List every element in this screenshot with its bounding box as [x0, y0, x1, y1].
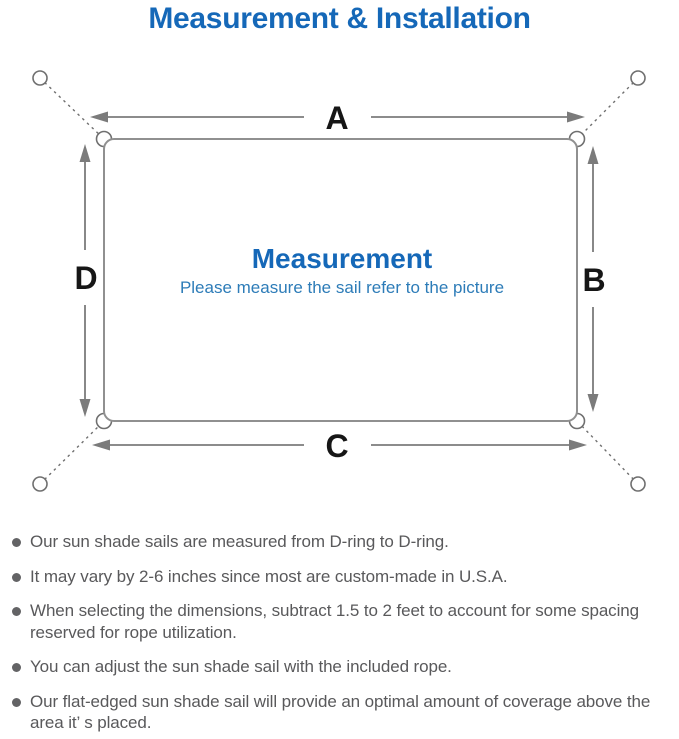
note-text: You can adjust the sun shade sail with t…	[30, 657, 452, 676]
note-text: It may vary by 2-6 inches since most are…	[30, 566, 508, 586]
dimension-label-d: D	[74, 260, 97, 296]
list-item: When selecting the dimensions, subtract …	[12, 600, 670, 643]
anchor-rings	[32, 70, 646, 492]
rope-line-top-right	[576, 77, 639, 140]
arrowhead-up-icon	[79, 144, 91, 162]
notes-list: Our sun shade sails are measured from D-…	[12, 531, 670, 739]
diagram-subtitle: Please measure the sail refer to the pic…	[180, 278, 504, 297]
note-text: Our sun shade sails are measured from D-…	[30, 532, 449, 551]
rope-line-bottom-right	[576, 420, 639, 485]
bullet-icon	[12, 663, 21, 672]
dimension-label-c: C	[325, 428, 348, 464]
page-title: Measurement & Installation	[148, 2, 531, 35]
note-text: When selecting the dimensions, subtract …	[30, 601, 639, 642]
anchor-ring-icon	[630, 70, 646, 86]
bullet-icon	[12, 607, 21, 616]
dimension-label-b: B	[582, 262, 605, 298]
measurement-diagram: A B C D Measurement Please meas	[32, 70, 646, 492]
arrowhead-down-icon	[79, 399, 91, 417]
dimension-arrow-c: C	[92, 428, 587, 464]
rope-line-top-left	[39, 77, 105, 140]
sail-rectangle	[103, 138, 578, 422]
diagram-heading: Measurement	[252, 243, 433, 274]
note-text: Our flat-edged sun shade sail will provi…	[30, 691, 651, 733]
list-item: It may vary by 2-6 inches since most are…	[12, 566, 670, 588]
bullet-icon	[12, 538, 21, 547]
anchor-ring-icon	[630, 476, 646, 492]
arrowhead-left-icon	[90, 111, 108, 123]
rope-dashed-lines	[39, 77, 639, 485]
arrowhead-left-icon	[92, 439, 110, 451]
bullet-icon	[12, 697, 21, 707]
dimension-arrow-d: D	[74, 144, 98, 417]
dimension-label-a: A	[325, 100, 348, 136]
anchor-ring-icon	[32, 476, 48, 492]
list-item: Our flat-edged sun shade sail will provi…	[12, 691, 670, 734]
arrowhead-right-icon	[569, 439, 587, 451]
rope-line-bottom-left	[39, 420, 105, 485]
anchor-ring-icon	[32, 70, 48, 86]
arrowhead-right-icon	[567, 111, 585, 123]
list-item: You can adjust the sun shade sail with t…	[12, 656, 670, 678]
dimension-arrow-a: A	[90, 100, 585, 136]
dimension-arrow-b: B	[582, 146, 606, 412]
bullet-icon	[12, 572, 21, 582]
arrowhead-up-icon	[587, 146, 599, 164]
list-item: Our sun shade sails are measured from D-…	[12, 531, 670, 553]
arrowhead-down-icon	[587, 394, 599, 412]
